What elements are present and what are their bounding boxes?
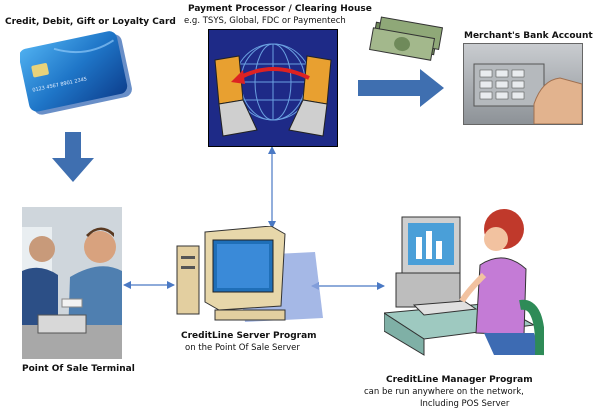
- cash-icon: [369, 16, 444, 61]
- server-title: CreditLine Server Program: [181, 331, 317, 341]
- credit-card-icon: [20, 31, 132, 115]
- manager-title: CreditLine Manager Program: [386, 375, 533, 385]
- server-subtitle: on the Point Of Sale Server: [185, 343, 300, 353]
- processor-title: Payment Processor / Clearing House: [188, 4, 372, 14]
- atm-keypad-icon: [463, 43, 583, 125]
- pos-terminal-photo: [22, 207, 122, 359]
- manager-subtitle-line1: can be run anywhere on the network,: [364, 387, 524, 397]
- pos-terminal-label: Point Of Sale Terminal: [22, 364, 135, 374]
- manager-user-icon: [384, 209, 544, 356]
- processor-to-bank-arrow: [358, 69, 444, 107]
- bank-label: Merchant's Bank Account: [464, 31, 593, 41]
- manager-subtitle-line2: Including POS Server: [420, 399, 510, 409]
- server-computer-icon: [176, 226, 323, 322]
- card-to-pos-arrow: [52, 132, 94, 182]
- payment-processor-icon: [208, 29, 338, 147]
- card-label: Credit, Debit, Gift or Loyalty Card: [5, 17, 176, 27]
- processor-subtitle: e.g. TSYS, Global, FDC or Paymentech: [184, 16, 346, 26]
